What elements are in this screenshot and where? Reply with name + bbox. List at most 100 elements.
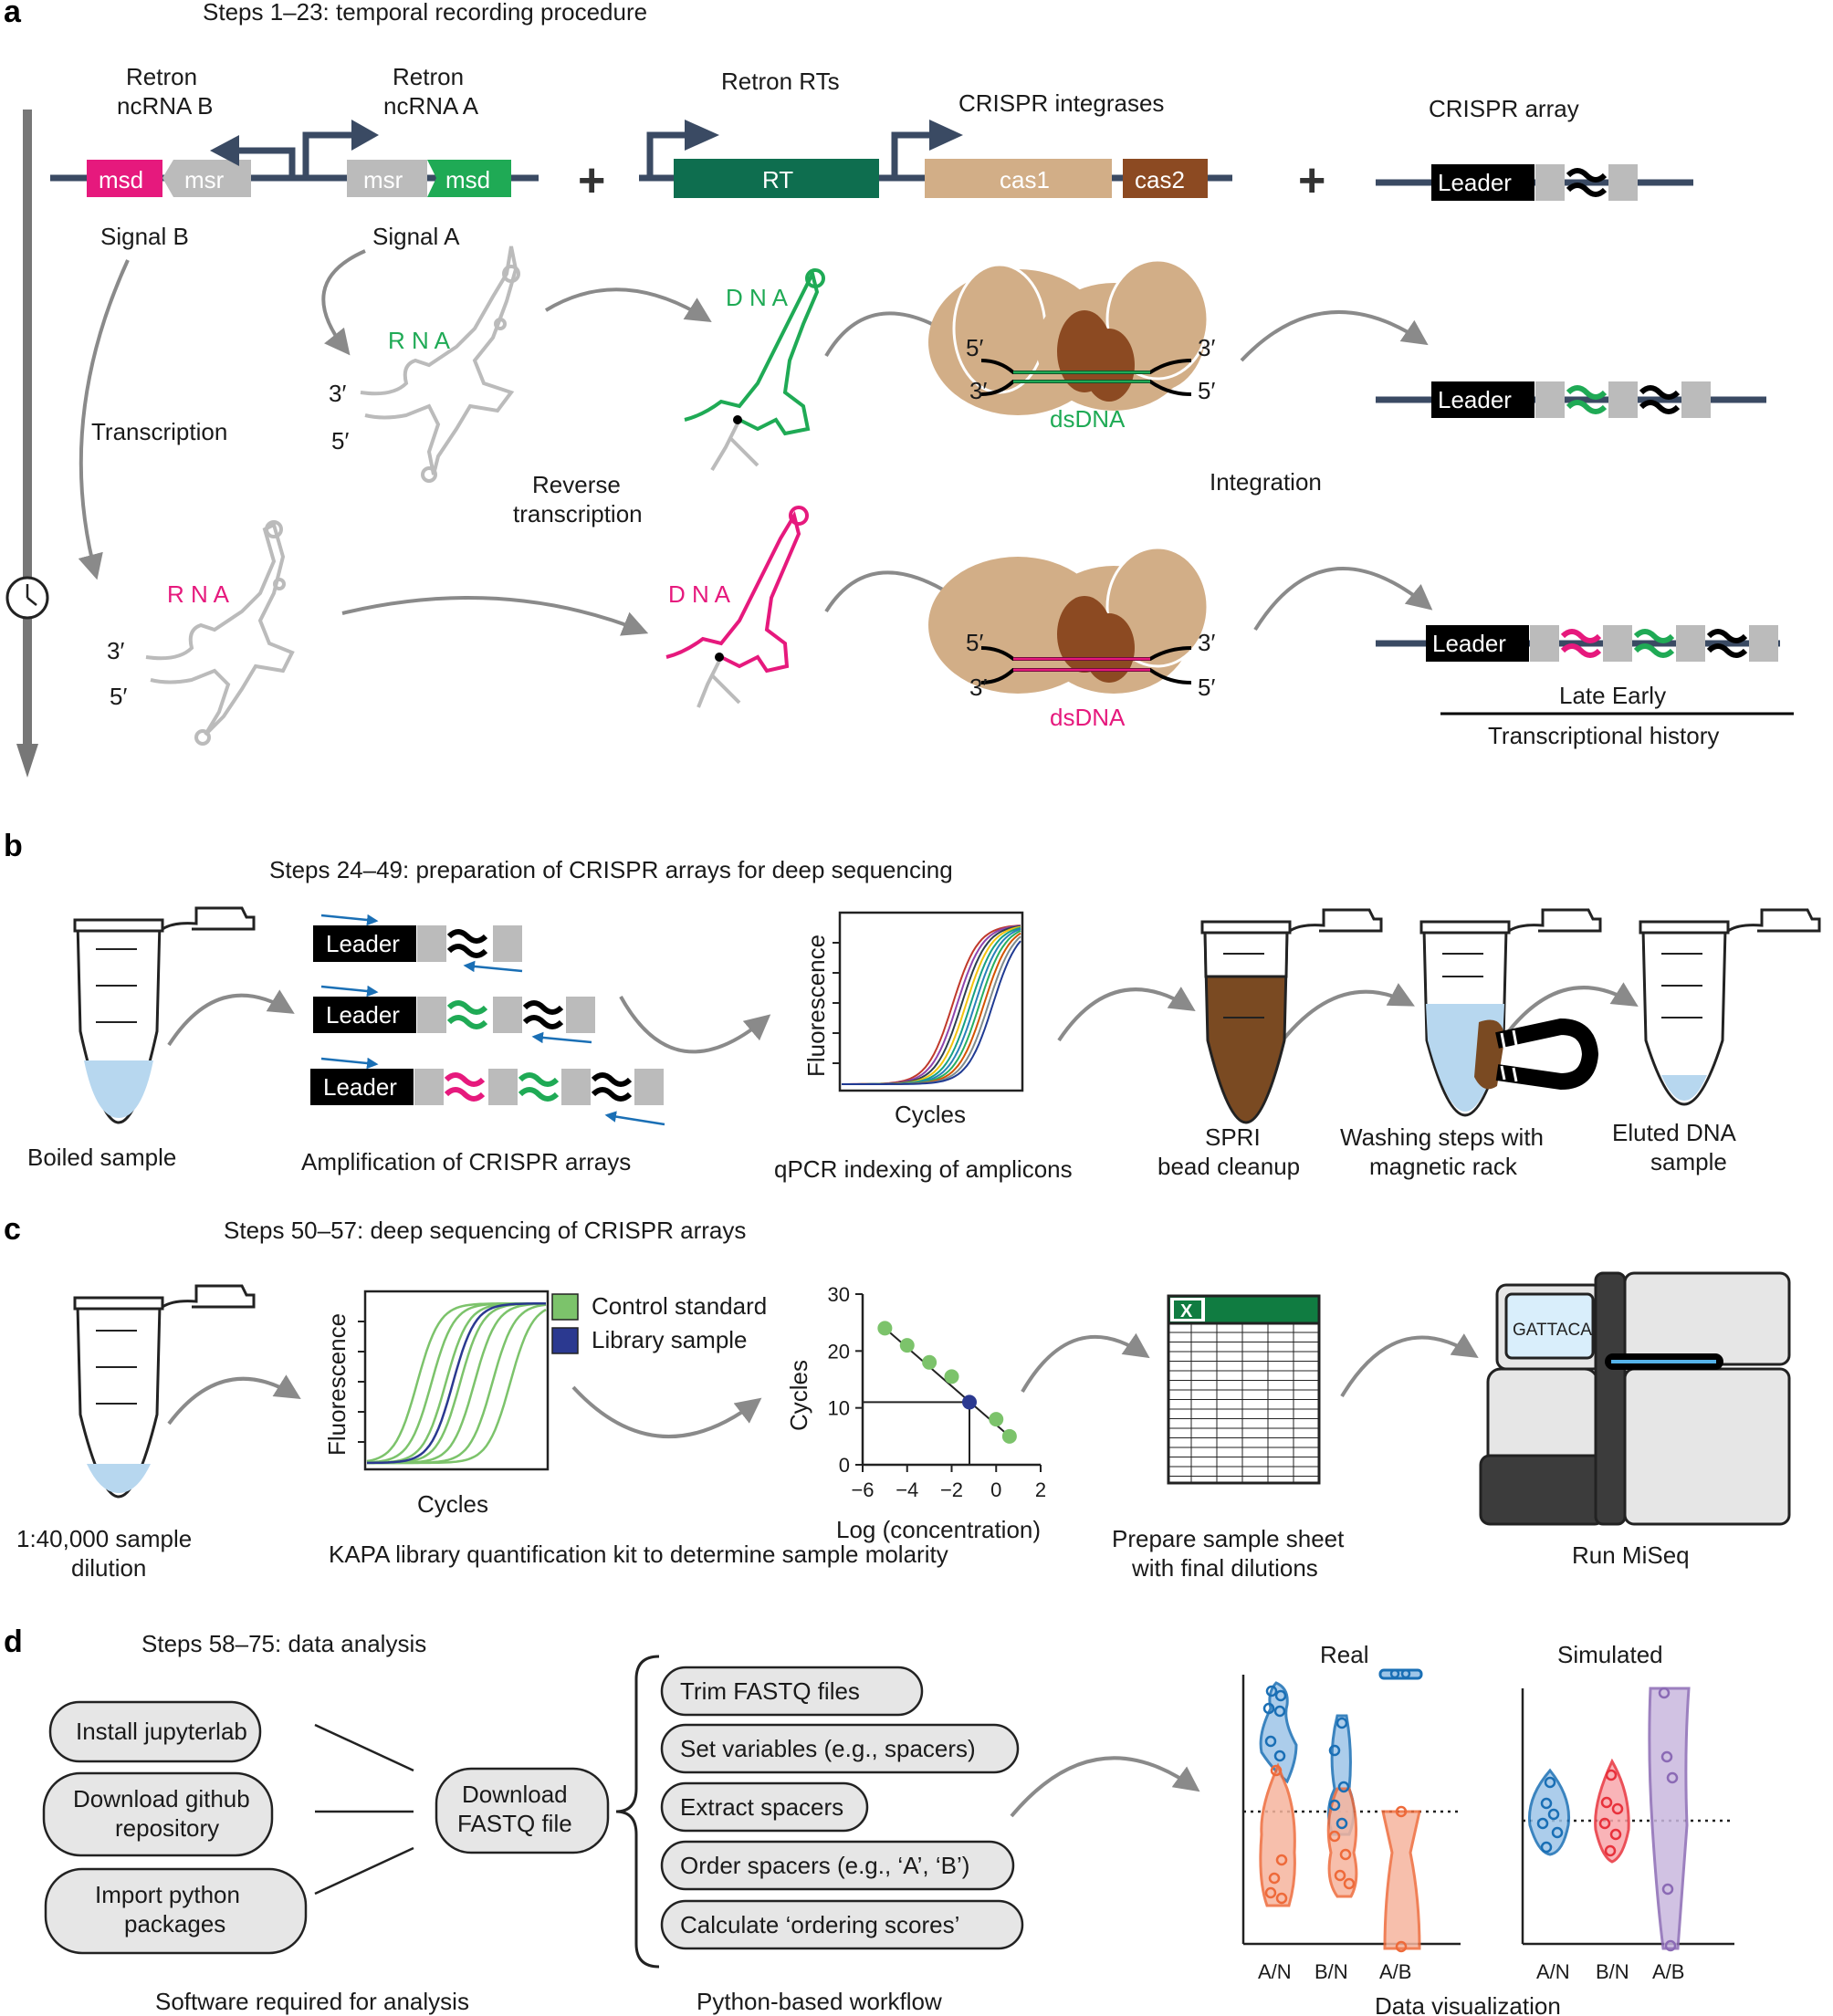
standard-curve-xtick: −2 [940, 1478, 963, 1501]
download-fastq-pill [435, 1767, 610, 1854]
rna-structure-b [145, 520, 295, 746]
qpcr-c-control-curve [367, 1302, 547, 1465]
transcription-label: Transcription [91, 418, 227, 445]
washing-label-1: Washing steps with [1340, 1123, 1544, 1151]
prepare-label-2: with final dilutions [1131, 1554, 1318, 1582]
dna-structure-a [684, 268, 825, 472]
msr-a-label: msr [363, 166, 403, 193]
retron-rts-label: Retron RTs [721, 68, 840, 95]
leader-label-b2: Leader [326, 1001, 400, 1029]
qpcr-legend: Control standard Library sample [551, 1292, 767, 1354]
retron-a-label-2: ncRNA A [383, 92, 479, 120]
panel-b-arrows [167, 982, 1639, 1054]
panel-d-arrow [1010, 1756, 1200, 1818]
rna-structure-a [360, 245, 520, 483]
workflow-step-pill [660, 1840, 1015, 1891]
qpcr-c-control-curve [366, 1301, 546, 1464]
late-early-label: Late Early [1559, 682, 1666, 709]
standard-curve-point-control [1001, 1428, 1017, 1444]
panel-d-letter: d [4, 1624, 23, 1659]
retron-operon: msd msr msr msd Retron ncRNA B Retron nc… [50, 63, 539, 250]
tube-boiled [73, 906, 256, 1124]
integration-label: Integration [1210, 468, 1322, 496]
dna-structure-b [665, 506, 809, 708]
spri-label-1: SPRI [1205, 1123, 1261, 1151]
svg-text:B/N: B/N [1596, 1960, 1629, 1983]
retron-b-label-2: ncRNA B [117, 92, 214, 120]
three-prime-a1: 3′ [329, 380, 346, 407]
workflow-step-pill [660, 1723, 1020, 1774]
standard-curve-point-control [922, 1354, 937, 1370]
svg-text:A/N: A/N [1536, 1960, 1570, 1983]
qpcr-c-control-curve [367, 1301, 546, 1465]
workflow-step-label: Extract spacers [680, 1793, 843, 1821]
five-prime-a3: 5′ [1198, 377, 1215, 404]
qpcr-b-curves [842, 924, 1021, 1085]
crispr-array-initial: CRISPR array Leader [1376, 95, 1693, 201]
workflow-step-pill [660, 1781, 869, 1833]
rna-label-a: R N A [388, 327, 451, 354]
leader-label-b3: Leader [323, 1073, 397, 1101]
workflow-step-label: Order spacers (e.g., ‘A’, ‘B’) [680, 1852, 969, 1879]
qpcr-chart-c [358, 1290, 550, 1471]
msr-b-label: msr [184, 166, 225, 193]
standard-curve-point-control [989, 1412, 1004, 1427]
python-workflow-label: Python-based workflow [697, 1988, 942, 2015]
time-axis [5, 110, 49, 778]
five-prime-a2: 5′ [966, 334, 983, 361]
panel-a-arrows [78, 249, 1433, 636]
msd-a-label: msd [445, 166, 490, 193]
standard-curve-ytick: 10 [828, 1397, 850, 1420]
import-packages-label-1: Import python [95, 1881, 240, 1908]
panel-a-letter: a [4, 0, 22, 29]
cas-complex-a [928, 258, 1210, 415]
kapa-label: KAPA library quantification kit to deter… [329, 1541, 948, 1568]
panel-a-title: Steps 1–23: temporal recording procedure [203, 0, 647, 26]
tube-dilution [73, 1284, 256, 1499]
workflow-step-label: Set variables (e.g., spacers) [680, 1735, 976, 1762]
three-prime-b1: 3′ [107, 637, 124, 664]
qpcr-b-curve [842, 928, 1021, 1085]
workflow-brace [615, 1655, 660, 1969]
plus-sign-2: + [1298, 154, 1325, 207]
qpcr-c-control-curve [367, 1308, 547, 1465]
standard-curve-ytick: 20 [828, 1340, 850, 1363]
excel-grid [1168, 1323, 1319, 1483]
svg-text:A/B: A/B [1379, 1960, 1411, 1983]
legend-library-label: Library sample [592, 1326, 748, 1353]
run-miseq-label: Run MiSeq [1572, 1541, 1690, 1569]
dna-label-a: D N A [726, 284, 789, 311]
reverse-label-1: Reverse [532, 471, 621, 498]
panel-c-letter: c [4, 1212, 21, 1247]
dilution-label-2: dilution [71, 1554, 146, 1582]
miseq-machine: GATTACA [1479, 1271, 1791, 1526]
qpcr-b-curve [842, 935, 1021, 1085]
standard-curve-point-control [944, 1369, 959, 1384]
svg-text:A/B: A/B [1652, 1960, 1684, 1983]
simulated-plot: A/N B/N A/B [1521, 1687, 1734, 1983]
transcriptional-history-label: Transcriptional history [1488, 722, 1719, 749]
workflow-step-label: Trim FASTQ files [680, 1677, 860, 1705]
workflow-step-pill [660, 1666, 924, 1717]
three-prime-a2: 3′ [1198, 334, 1215, 361]
qpcr-c-control-curve [367, 1303, 547, 1465]
panel-a: a Steps 1–23: temporal recording procedu… [4, 0, 1794, 778]
rna-label-b: R N A [167, 580, 230, 608]
retron-a-label-1: Retron [393, 63, 464, 90]
legend-swatch-library [551, 1327, 579, 1354]
data-visualization-label: Data visualization [1375, 1992, 1561, 2016]
workflow-step-label: Calculate ‘ordering scores’ [680, 1911, 959, 1938]
cas2-label: cas2 [1135, 166, 1185, 193]
standard-curve-point-control [877, 1321, 893, 1336]
tube-eluted [1639, 908, 1821, 1106]
workflow-step-pill [660, 1899, 1024, 1950]
cas-complex-b [928, 546, 1210, 694]
qpcr-label: qPCR indexing of amplicons [774, 1155, 1073, 1183]
standard-curve-point-library [962, 1394, 977, 1410]
qpcr-chart-b [833, 911, 1024, 1092]
tube-spri [1200, 908, 1383, 1124]
svg-text:B/N: B/N [1315, 1960, 1348, 1983]
simulated-title: Simulated [1557, 1641, 1663, 1668]
